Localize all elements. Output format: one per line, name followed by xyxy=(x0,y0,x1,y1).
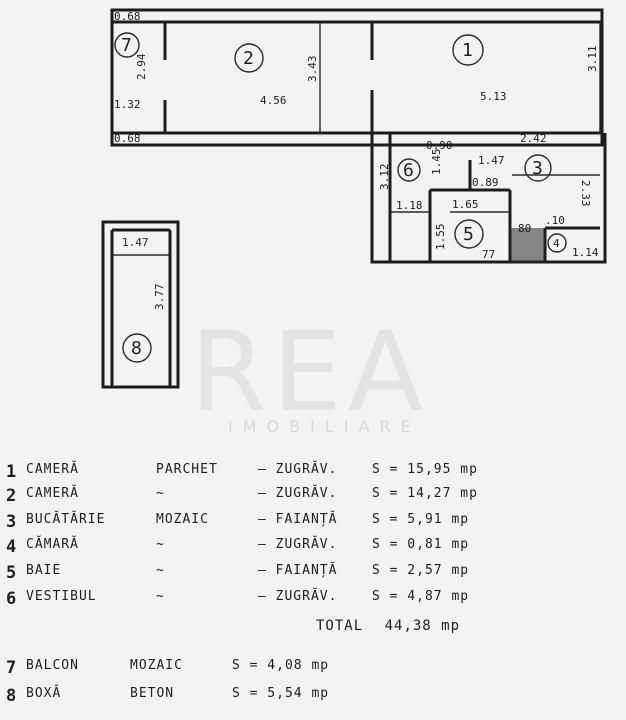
lower-block xyxy=(370,133,607,264)
legend-room-name: CAMERĂ xyxy=(26,462,79,477)
room-5-label: 5 xyxy=(463,224,474,245)
dim-090: 0.90 xyxy=(426,139,453,152)
extra-index: 8 xyxy=(6,686,17,706)
dim-077: 77 xyxy=(482,248,495,261)
room-2-label: 2 xyxy=(243,48,254,69)
legend-room-name: CĂMARĂ xyxy=(26,537,79,552)
room-3-circle xyxy=(524,154,552,182)
dim-114: 1.14 xyxy=(572,246,599,259)
legend-index: 2 xyxy=(6,486,17,506)
extra-name: BALCON xyxy=(26,658,79,673)
dark-fill xyxy=(510,228,545,262)
upper-outline xyxy=(110,8,604,147)
total-area: TOTAL 44,38 mp xyxy=(316,618,472,634)
legend-area: S = 14,27 mp xyxy=(372,486,478,501)
floor-plan: REA IMOBILIARE xyxy=(101,8,607,436)
extra-area: S = 5,54 mp xyxy=(232,686,330,701)
legend-area: S = 15,95 mp xyxy=(372,462,478,477)
legend-area: S = 4,87 mp xyxy=(372,589,470,604)
watermark-brand: REA xyxy=(190,308,429,436)
dim-233: 2.33 xyxy=(579,180,592,207)
legend-floor: ~ xyxy=(156,589,165,604)
room-4-circle xyxy=(547,233,567,253)
legend-index: 1 xyxy=(6,462,17,482)
dim-132: 1.32 xyxy=(114,98,141,111)
dim-343: 3.43 xyxy=(306,56,319,83)
legend-room-name: VESTIBUL xyxy=(26,589,97,604)
total-value: 44,38 mp xyxy=(384,618,461,634)
dim-118: 1.18 xyxy=(396,199,423,212)
legend-wall: – ZUGRĂV. xyxy=(258,537,338,552)
dim-165: 1.65 xyxy=(452,198,479,211)
dim-145: 1.45 xyxy=(430,149,443,176)
dim-010: .10 xyxy=(545,214,565,227)
dim-155: 1.55 xyxy=(434,224,447,251)
legend-index: 3 xyxy=(6,512,17,532)
dim-242: 2.42 xyxy=(520,132,547,145)
legend-area: S = 2,57 mp xyxy=(372,563,470,578)
storage-box xyxy=(101,220,180,389)
room-5-circle xyxy=(454,219,484,249)
room-6-circle xyxy=(397,158,421,182)
box-outline xyxy=(101,220,180,389)
dim-147-box: 1.47 xyxy=(122,236,149,249)
legend-floor: ~ xyxy=(156,537,165,552)
dim-311: 3.11 xyxy=(586,46,599,73)
lower-outline xyxy=(370,133,607,264)
dim-147-r3: 1.47 xyxy=(478,154,505,167)
legend-floor: MOZAIC xyxy=(156,512,209,527)
legend-area: S = 5,91 mp xyxy=(372,512,470,527)
room-3-label: 3 xyxy=(532,158,543,179)
extra-floor: MOZAIC xyxy=(130,658,183,673)
room-8-circle xyxy=(122,333,152,363)
extra-name: BOXĂ xyxy=(26,686,62,701)
room-labels: 7 2 1 6 3 5 4 8 xyxy=(114,32,567,363)
legend-wall: – ZUGRĂV. xyxy=(258,462,338,477)
dim-513: 5.13 xyxy=(480,90,507,103)
legend-floor: PARCHET xyxy=(156,462,218,477)
dim-312: 3.12 xyxy=(378,164,391,191)
legend-wall: – ZUGRĂV. xyxy=(258,486,338,501)
extra-index: 7 xyxy=(6,658,17,678)
legend-index: 4 xyxy=(6,537,17,557)
legend-floor: ~ xyxy=(156,563,165,578)
room-2-circle xyxy=(234,43,264,73)
upper-block xyxy=(110,8,604,147)
dim-089: 0.89 xyxy=(472,176,499,189)
legend-room-name: BUCĂTĂRIE xyxy=(26,512,106,527)
room-7-label: 7 xyxy=(121,35,132,56)
room-1-label: 1 xyxy=(462,40,473,61)
room-legend: 1 CAMERĂ PARCHET – ZUGRĂV. S = 15,95 mp … xyxy=(0,450,626,720)
room-8-label: 8 xyxy=(131,338,142,359)
legend-wall: – ZUGRĂV. xyxy=(258,589,338,604)
legend-wall: – FAIANȚĂ xyxy=(258,512,338,527)
legend-floor: ~ xyxy=(156,486,165,501)
room-6-label: 6 xyxy=(403,160,414,181)
extra-area: S = 4,08 mp xyxy=(232,658,330,673)
watermark-sub: IMOBILIARE xyxy=(228,417,421,436)
room-7-circle xyxy=(114,32,140,58)
dim-456: 4.56 xyxy=(260,94,287,107)
legend-room-name: BAIE xyxy=(26,563,62,578)
dim-068-top: 0.68 xyxy=(114,10,141,23)
dim-080: 80 xyxy=(518,222,531,235)
dim-068-bottom: 0.68 xyxy=(114,132,141,145)
room-4-label: 4 xyxy=(553,237,560,250)
extra-floor: BETON xyxy=(130,686,175,701)
dimension-labels: 0.68 2.94 3.43 3.11 1.32 4.56 5.13 0.68 … xyxy=(114,10,599,310)
legend-room-name: CAMERĂ xyxy=(26,486,79,501)
total-label: TOTAL xyxy=(316,618,364,634)
room-1-circle xyxy=(452,34,484,66)
dim-294: 2.94 xyxy=(135,53,148,80)
legend-index: 6 xyxy=(6,589,17,609)
legend-wall: – FAIANȚĂ xyxy=(258,563,338,578)
legend-index: 5 xyxy=(6,563,17,583)
dim-377: 3.77 xyxy=(153,284,166,311)
legend-area: S = 0,81 mp xyxy=(372,537,470,552)
